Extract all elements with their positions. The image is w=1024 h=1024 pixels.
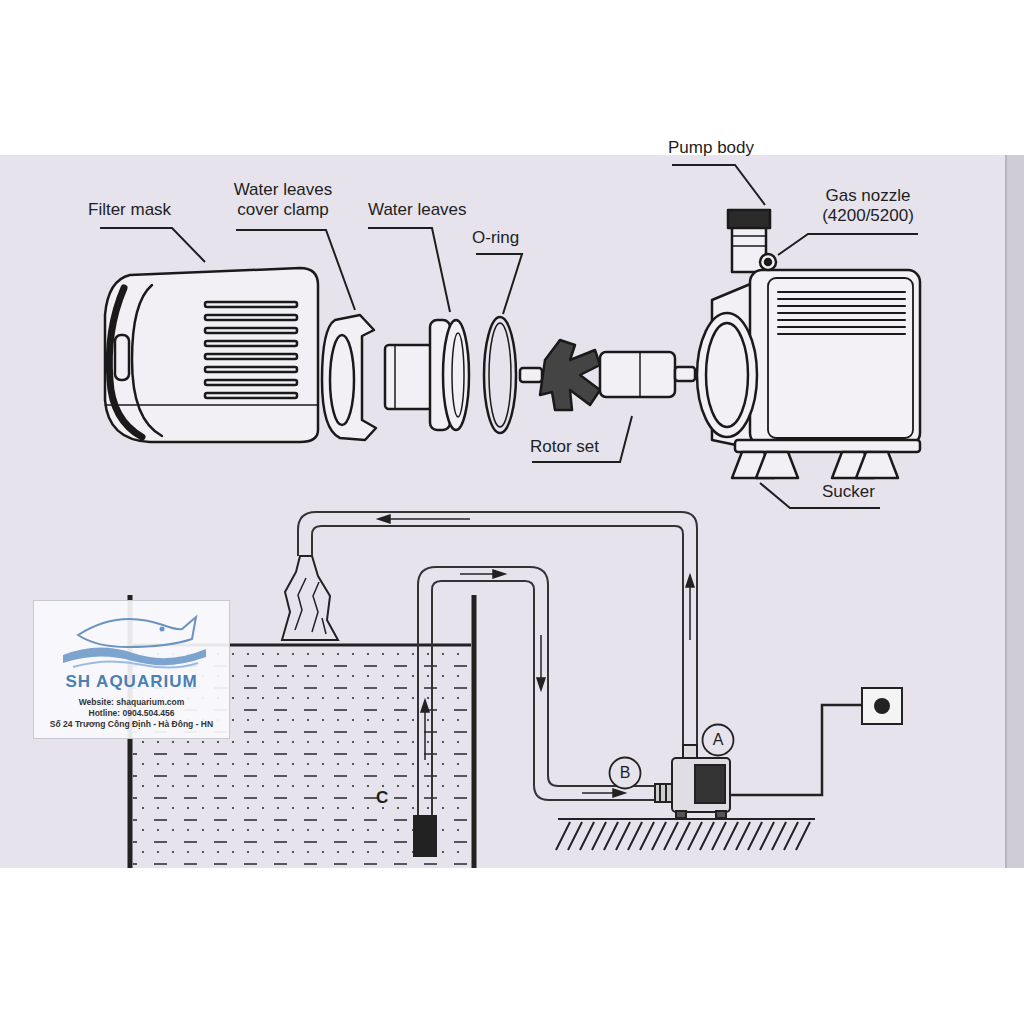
intake-filter	[413, 815, 437, 857]
callout-circle: B	[608, 756, 642, 790]
filter-grille	[205, 302, 297, 398]
rotor-tip	[675, 367, 695, 381]
socket	[862, 688, 902, 724]
callout-letter: A	[701, 723, 735, 757]
socket-hole	[874, 698, 890, 714]
watermark-card: SH AQUARIUM Website: shaquarium.comHotlin…	[33, 600, 230, 739]
flow-arrows	[378, 515, 694, 797]
part-label: Gas nozzle (4200/5200)	[806, 186, 930, 226]
part-label: Pump body	[668, 138, 754, 158]
part-label: Sucker	[822, 482, 875, 502]
cover-clamp-hole	[330, 335, 354, 425]
rotor-magnet	[600, 352, 675, 397]
o-ring	[484, 317, 516, 433]
filter-mask-curve	[132, 285, 162, 436]
water-splash	[282, 556, 338, 640]
pump-housing	[750, 270, 920, 445]
watermark-text: Website: shaquarium.com	[38, 697, 225, 708]
pump-vents	[778, 292, 905, 334]
water-leaves-body	[385, 345, 432, 409]
suckers	[732, 452, 898, 478]
filter-mask	[105, 268, 318, 442]
part-label: Filter mask	[88, 200, 171, 220]
leader-lines	[100, 165, 918, 508]
callout-letter: B	[608, 756, 642, 790]
fish-logo	[58, 605, 208, 671]
rotor-shaft	[520, 368, 542, 382]
filter-mask-detail	[115, 335, 129, 380]
pump-inlet	[706, 323, 748, 427]
power-cord	[730, 705, 866, 795]
part-label: O-ring	[472, 228, 519, 248]
watermark-text: Số 24 Trương Công Định - Hà Đông - HN	[38, 719, 225, 730]
impeller	[540, 340, 600, 410]
watermark-title: SH AQUARIUM	[38, 671, 225, 693]
paper-edge-line	[1005, 155, 1007, 868]
water-leaves-rim	[443, 320, 469, 430]
pump-inlet-ring	[697, 313, 757, 437]
tank-wall	[472, 595, 477, 868]
part-label: Water leaves cover clamp	[218, 180, 348, 220]
cover-clamp	[322, 315, 376, 440]
ground	[556, 819, 815, 850]
part-label: Rotor set	[530, 437, 599, 457]
pump-base	[735, 440, 920, 452]
watermark-text: Hotline: 0904.504.456	[38, 708, 225, 719]
callout-circle: A	[701, 723, 735, 757]
gas-nozzle	[760, 254, 776, 270]
part-label: Water leaves	[368, 200, 467, 220]
outlet-thread	[728, 210, 770, 228]
paper	[0, 155, 1024, 868]
pipes	[298, 512, 697, 815]
filter-mask-line	[105, 404, 318, 406]
part-label: C	[376, 788, 388, 808]
paper-edge	[1006, 155, 1024, 868]
